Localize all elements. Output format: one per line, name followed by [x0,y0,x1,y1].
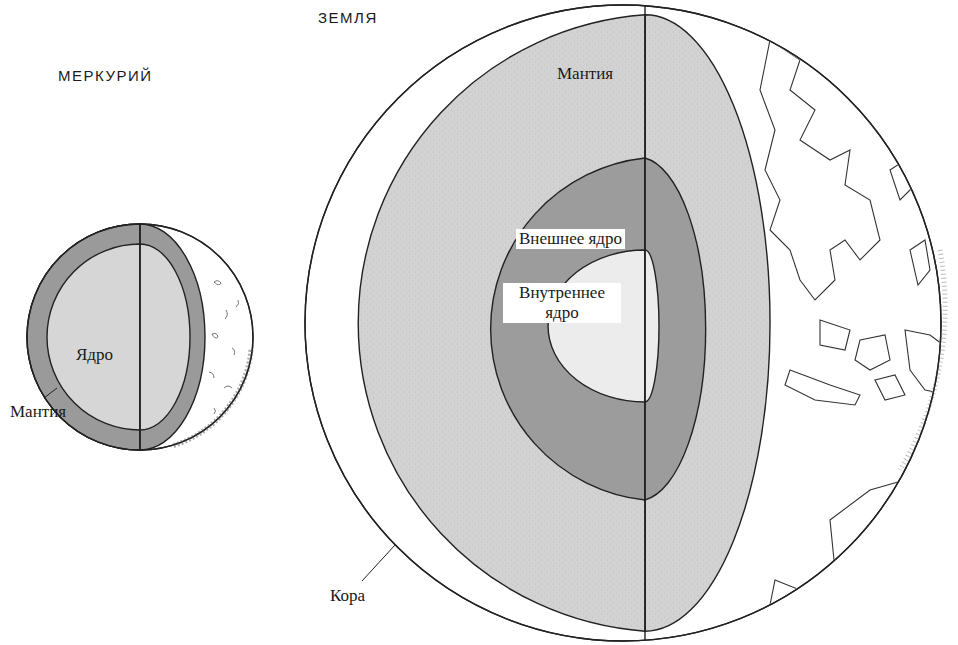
core-region: Ядро [47,244,190,430]
cut-line [644,6,645,640]
planet-region: Внутреннее ядроВнешнее ядроМантияЗЕМЛЯ [305,5,941,641]
outer-core-face [491,158,645,500]
layer-name: Мантия [557,64,613,84]
earth-mantle-face [645,15,770,631]
layer-name: Ядро [76,345,113,365]
earth-figure [305,5,950,641]
leader-line [362,545,395,581]
leader-line [44,388,57,398]
inner-core-face [645,250,659,402]
planet-name: ЗЕМЛЯ [318,8,378,28]
layer-label: Кора [330,586,365,606]
rim-shading [172,350,251,446]
earth-mantle-face [358,15,645,631]
layer-name: Внешнее ядро [516,229,625,249]
earth-outline [305,5,941,641]
core-region: Внутреннее ядроВнешнее ядро [472,158,713,500]
outer-core-face [645,158,706,500]
mercury-mantle-face [140,224,205,450]
core-region: Внутреннее ядро [548,250,659,402]
layer-name: Внутреннее ядро [503,283,621,323]
layer-label: Мантия [10,402,66,422]
inner-core-face [548,250,645,402]
mercury-core-face [140,244,190,430]
continents [760,30,950,625]
planet-name: МЕРКУРИЙ [58,66,153,86]
mantle-region: Внутреннее ядроВнешнее ядроМантия [314,15,770,631]
crater-marks [209,281,239,414]
cut-line [139,224,140,450]
